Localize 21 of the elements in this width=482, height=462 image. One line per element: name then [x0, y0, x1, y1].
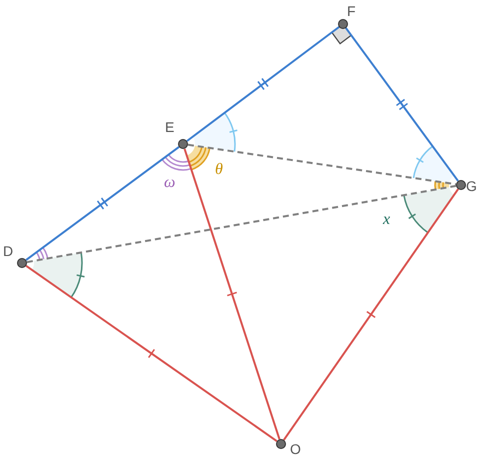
- segment: [283, 188, 459, 440]
- segment: [345, 27, 459, 182]
- point-label: D: [3, 243, 14, 259]
- point: [178, 139, 188, 149]
- dashed-segment: [188, 144, 456, 186]
- point-label: O: [290, 441, 301, 457]
- point-label: F: [347, 3, 356, 19]
- angle-label: ω: [164, 174, 176, 192]
- point: [276, 439, 286, 449]
- angle-label: θ: [215, 161, 223, 179]
- segment: [26, 265, 278, 442]
- dashed-segment: [26, 184, 456, 264]
- point: [456, 180, 466, 190]
- point: [17, 258, 27, 268]
- point-label: E: [165, 119, 174, 135]
- point: [338, 19, 348, 29]
- segment: [186, 26, 340, 142]
- point-label: G: [466, 178, 477, 194]
- segment: [25, 146, 180, 261]
- segment: [184, 148, 280, 440]
- angle-label: x: [383, 211, 390, 229]
